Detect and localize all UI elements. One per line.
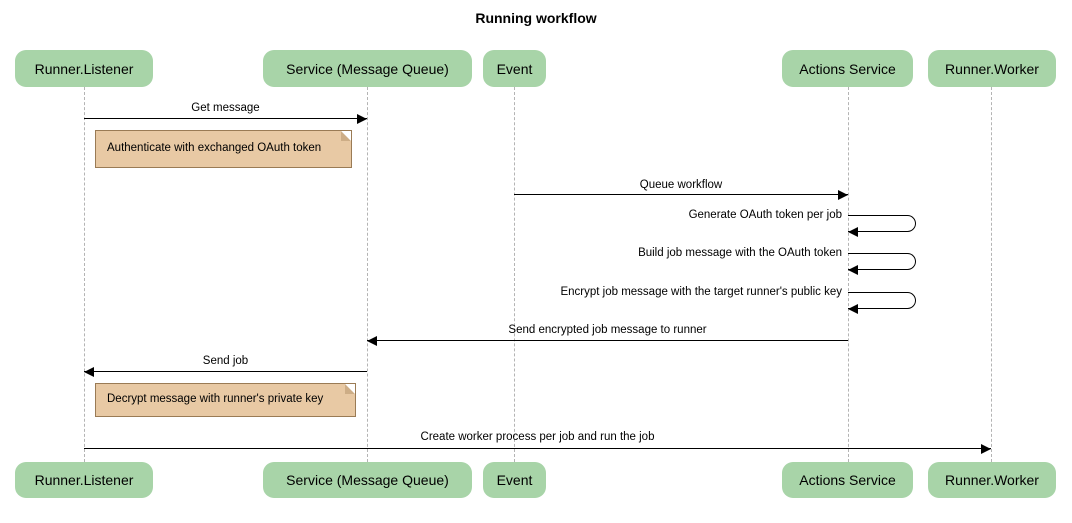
message-label-generate-oauth-token: Generate OAuth token per job [688, 209, 842, 221]
message-label-send-encrypted-job-message: Send encrypted job message to runner [508, 324, 707, 336]
message-arrow-create-worker-process [84, 448, 991, 449]
message-arrow-send-job [84, 371, 367, 372]
diagram-title: Running workflow [475, 10, 597, 26]
arrowhead-send-encrypted-job-message [367, 335, 377, 346]
arrowhead-encrypt-job-message [848, 304, 858, 314]
participant-label: Event [496, 60, 533, 77]
message-label-get-message: Get message [191, 102, 260, 114]
participant-label: Runner.Worker [945, 60, 1039, 77]
lifeline-runner-listener [84, 87, 85, 462]
message-label-queue-workflow: Queue workflow [639, 179, 723, 191]
message-arrow-send-encrypted-job-message [367, 340, 848, 341]
participant-runner-worker-top[interactable]: Runner.Worker [928, 50, 1056, 87]
participant-label: Service (Message Queue) [286, 60, 449, 77]
self-call-loop-generate-oauth-token [848, 215, 916, 232]
arrowhead-build-job-message [848, 265, 858, 275]
note-label: Decrypt message with runner's private ke… [107, 393, 324, 406]
participant-label: Event [496, 472, 533, 488]
message-label-encrypt-job-message: Encrypt job message with the target runn… [560, 286, 842, 298]
participant-label: Runner.Listener [34, 60, 134, 77]
participant-label: Actions Service [799, 472, 896, 488]
note-authenticate-oauth: Authenticate with exchanged OAuth token [95, 130, 352, 168]
note-label: Authenticate with exchanged OAuth token [107, 142, 322, 155]
participant-service-message-queue-bottom[interactable]: Service (Message Queue) [263, 462, 472, 498]
arrowhead-send-job [84, 366, 94, 377]
self-call-loop-encrypt-job-message [848, 292, 916, 309]
lifeline-runner-worker [991, 87, 992, 462]
participant-label: Actions Service [799, 60, 896, 77]
note-decrypt-private-key: Decrypt message with runner's private ke… [95, 383, 356, 417]
participant-label: Runner.Listener [34, 472, 134, 488]
participant-label: Runner.Worker [945, 472, 1039, 488]
message-label-create-worker-process: Create worker process per job and run th… [420, 431, 655, 443]
message-arrow-get-message [84, 118, 367, 119]
arrowhead-get-message [357, 113, 367, 124]
participant-runner-listener-bottom[interactable]: Runner.Listener [15, 462, 153, 498]
note-fold-icon [345, 384, 355, 394]
arrowhead-create-worker-process [981, 443, 991, 454]
lifeline-service-message-queue [367, 87, 368, 462]
note-fold-icon [341, 131, 351, 141]
self-call-loop-build-job-message [848, 253, 916, 270]
participant-runner-listener-top[interactable]: Runner.Listener [15, 50, 153, 87]
message-label-send-job: Send job [202, 355, 249, 367]
participant-runner-worker-bottom[interactable]: Runner.Worker [928, 462, 1056, 498]
lifeline-event [514, 87, 515, 462]
participant-actions-service-top[interactable]: Actions Service [782, 50, 913, 87]
participant-label: Service (Message Queue) [286, 472, 449, 488]
arrowhead-queue-workflow [838, 189, 848, 200]
participant-event-bottom[interactable]: Event [483, 462, 546, 498]
arrowhead-generate-oauth-token [848, 227, 858, 237]
message-arrow-queue-workflow [514, 194, 848, 195]
message-label-build-job-message: Build job message with the OAuth token [638, 247, 842, 259]
participant-event-top[interactable]: Event [483, 50, 546, 87]
participant-service-message-queue-top[interactable]: Service (Message Queue) [263, 50, 472, 87]
participant-actions-service-bottom[interactable]: Actions Service [782, 462, 913, 498]
